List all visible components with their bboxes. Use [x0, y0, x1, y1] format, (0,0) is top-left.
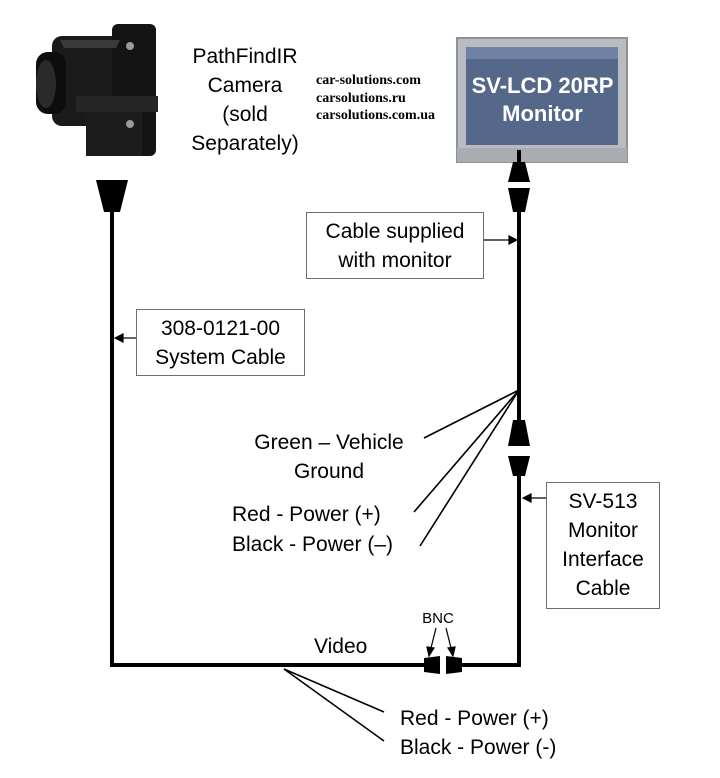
monitor-cable-label-line: with monitor	[338, 249, 452, 272]
interface-cable-label-line: Cable	[575, 577, 631, 600]
interface-cable-label-line: Monitor	[567, 519, 639, 542]
bnc-label: BNC	[422, 610, 454, 627]
interface-cable-label-line: Interface	[562, 548, 644, 571]
wire-fans	[283, 389, 520, 742]
red-wire-upper-label: Red - Power (+)	[232, 503, 381, 526]
monitor-cable-label-line: Cable supplied	[325, 220, 465, 243]
monitor-label: SV-LCD 20RP Monitor	[461, 72, 624, 128]
connectors	[96, 162, 530, 674]
black-wire-upper-label: Black - Power (–)	[232, 533, 394, 556]
green-wire-label-line: Green – Vehicle	[254, 431, 404, 454]
green-wire-label: Green – Vehicle Ground	[234, 428, 424, 486]
camera-label: PathFindIR Camera (sold Separately)	[174, 42, 316, 158]
wiring-lines	[110, 150, 521, 667]
black-wire-lower-label: Black - Power (-)	[400, 736, 557, 759]
camera-label-line: Camera	[207, 74, 283, 97]
interface-connector-top	[508, 420, 530, 446]
interface-cable-box: SV-513 Monitor Interface Cable	[546, 482, 660, 609]
bnc-connector-left	[424, 656, 440, 674]
monitor-connector-bottom	[508, 188, 530, 212]
camera-illustration	[36, 24, 158, 156]
red-wire-lower-label: Red - Power (+)	[400, 707, 549, 730]
interface-connector-bottom	[508, 456, 530, 476]
monitor-cable-box: Cable supplied with monitor	[306, 212, 484, 279]
monitor-label-line: SV-LCD 20RP	[471, 73, 614, 98]
green-wire-label-line: Ground	[293, 460, 365, 483]
website-link: carsolutions.ru	[316, 90, 406, 106]
website-list: car-solutions.com carsolutions.ru carsol…	[316, 72, 435, 125]
red-wire-lower	[283, 668, 385, 713]
bnc-connector-right	[446, 656, 462, 674]
system-cable-box: 308-0121-00 System Cable	[136, 309, 305, 376]
camera-label-line: PathFindIR	[192, 45, 298, 68]
black-wire-lower	[283, 668, 385, 742]
website-link: car-solutions.com	[316, 73, 421, 88]
video-label: Video	[314, 635, 368, 658]
system-cable-label-line: 308-0121-00	[160, 317, 281, 340]
green-wire	[423, 389, 520, 439]
black-wire-upper	[419, 389, 520, 547]
camera-label-line: (sold	[222, 103, 268, 126]
monitor-label-line: Monitor	[502, 101, 583, 126]
interface-cable-label-line: SV-513	[568, 490, 638, 513]
red-wire-upper	[413, 389, 520, 513]
monitor-connector-top	[508, 162, 530, 182]
callout-arrows	[113, 235, 546, 658]
camera-connector	[96, 180, 128, 212]
system-cable-label-line: System Cable	[155, 346, 286, 369]
monitor-illustration	[456, 37, 628, 163]
website-link: carsolutions.com.ua	[316, 108, 435, 123]
camera-label-line: Separately)	[191, 132, 299, 155]
